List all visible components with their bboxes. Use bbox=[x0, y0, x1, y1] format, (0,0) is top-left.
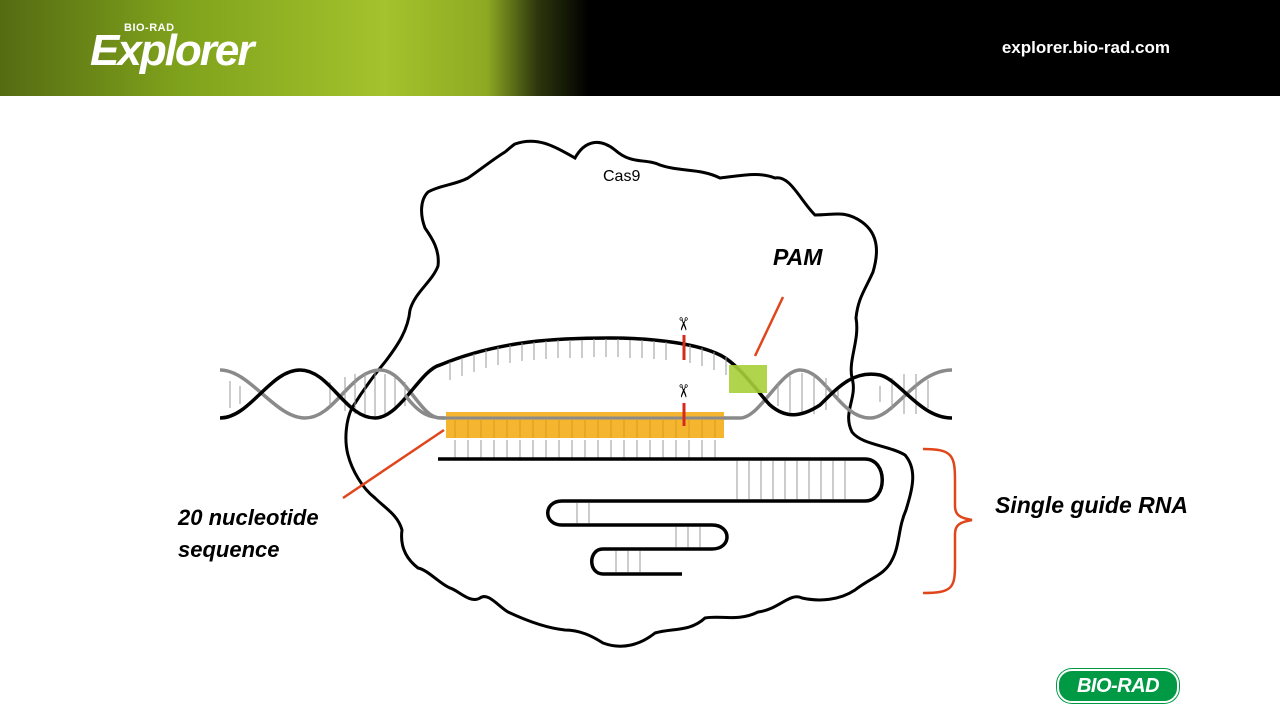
site-url: explorer.bio-rad.com bbox=[1001, 38, 1170, 57]
guide-backbone-rungs bbox=[454, 440, 716, 458]
sgrna-label: Single guide RNA bbox=[995, 492, 1188, 518]
guide-leader-line bbox=[342, 428, 445, 500]
bubble-rungs bbox=[449, 339, 727, 380]
dna-strand-grey-left bbox=[219, 368, 445, 420]
explorer-logo: BIO-RAD Explorer bbox=[90, 18, 290, 78]
header-bar: BIO-RAD Explorer explorer.bio-rad.com bbox=[0, 0, 1280, 96]
pam-leader-line bbox=[753, 296, 785, 357]
pam-box bbox=[729, 365, 767, 393]
pam-label: PAM bbox=[773, 244, 823, 270]
guide-sequence-rungs bbox=[454, 420, 716, 438]
dna-target-strand bbox=[403, 393, 725, 420]
dna-helix-rungs bbox=[229, 372, 929, 416]
logo-wordmark: Explorer bbox=[90, 26, 255, 75]
guide-sequence-label-line1: 20 nucleotide bbox=[178, 505, 319, 530]
sgrna-bracket bbox=[922, 447, 973, 595]
sgrna-hairpin-rungs bbox=[576, 461, 846, 572]
sgrna-backbone bbox=[438, 457, 884, 576]
crispr-diagram: ✂ ✂ bbox=[219, 139, 973, 648]
dna-strand-black bbox=[219, 336, 953, 420]
bio-rad-logo: BIO-RAD bbox=[1057, 669, 1179, 703]
guide-sequence-label-line2: sequence bbox=[178, 537, 280, 562]
cas9-label: Cas9 bbox=[603, 168, 641, 185]
scissors-icon: ✂ bbox=[673, 316, 693, 331]
scissors-icon: ✂ bbox=[673, 383, 693, 398]
guide-sequence-label: 20 nucleotide sequence bbox=[178, 502, 319, 566]
logo-brand-small: BIO-RAD bbox=[124, 22, 175, 34]
cas9-outline bbox=[344, 139, 915, 648]
